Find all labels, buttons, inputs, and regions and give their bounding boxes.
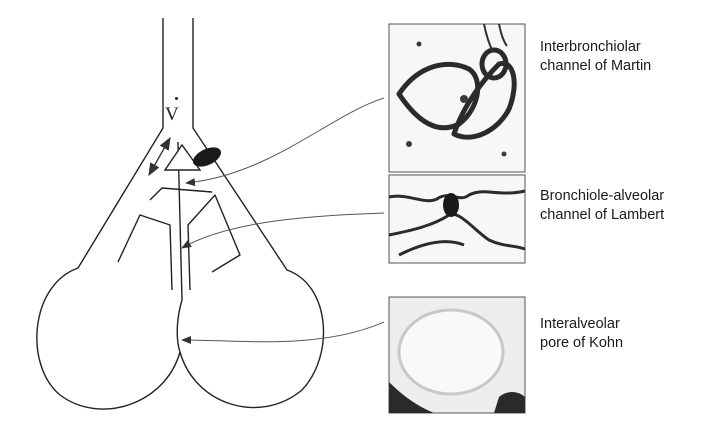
flow-arrow — [148, 136, 171, 177]
airway-outline — [36, 18, 325, 410]
inner-alveolar-septum — [176, 299, 183, 353]
connector-kohn — [181, 321, 385, 345]
label-kohn-line2: pore of Kohn — [540, 335, 624, 351]
flow-symbol-dot — [175, 97, 178, 100]
martin-channel-lumen — [192, 147, 222, 167]
label-martin-line1: Interbronchiolar — [540, 39, 641, 55]
connector-lambert — [181, 212, 385, 249]
label-lambert: Bronchiole-alveolar channel of Lambert — [540, 187, 664, 225]
martin-channel-triangle — [163, 143, 202, 171]
flow-symbol: V — [165, 104, 179, 125]
label-kohn-line1: Interalveolar — [540, 316, 620, 332]
label-lambert-line2: channel of Lambert — [540, 207, 665, 223]
micrograph-martin — [388, 23, 526, 173]
micrograph-lambert — [388, 174, 526, 264]
right-bronchiole-inner-wall — [187, 194, 241, 291]
connector-martin — [185, 97, 385, 187]
left-bronchiole-inner-wall — [117, 214, 173, 291]
label-kohn: Interalveolar pore of Kohn — [540, 315, 623, 353]
label-martin-line2: channel of Martin — [540, 58, 652, 74]
label-lambert-line1: Bronchiole-alveolar — [540, 188, 665, 204]
micrograph-kohn — [388, 296, 526, 414]
outer-airway-wall — [36, 18, 325, 410]
label-martin: Interbronchiolar channel of Martin — [540, 38, 651, 76]
upper-channel-wall — [149, 187, 213, 201]
